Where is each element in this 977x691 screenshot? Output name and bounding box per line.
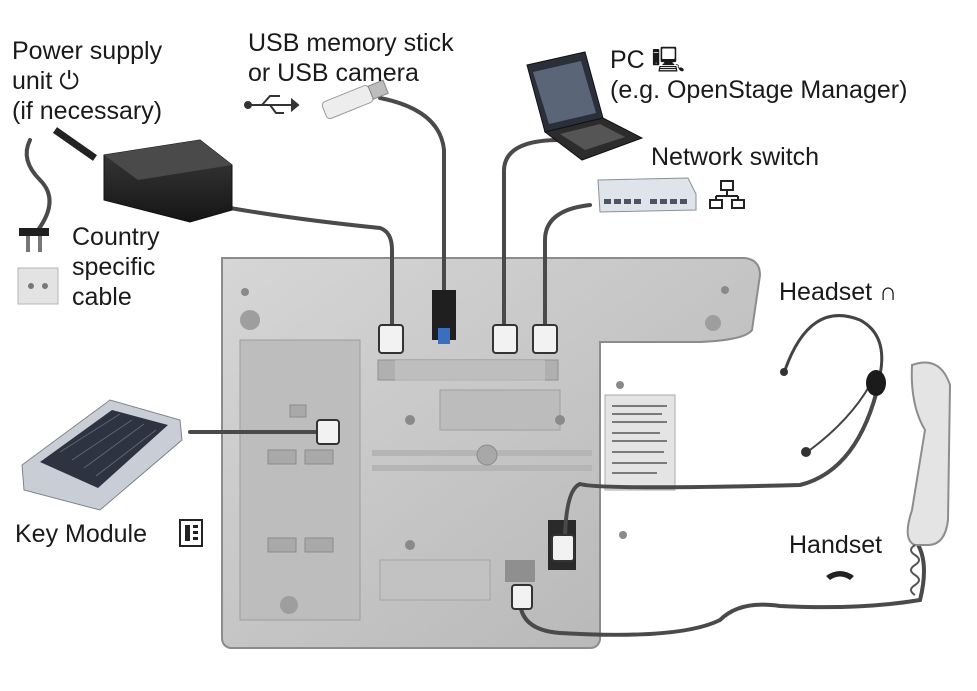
headset-label: Headset ∩	[779, 278, 898, 306]
handset-device	[906, 361, 952, 546]
power-supply-line1: Power supply	[12, 37, 163, 65]
key-module-device	[21, 399, 183, 511]
power-supply-unit	[17, 127, 233, 305]
cables	[24, 96, 926, 637]
key-module-icon	[179, 519, 203, 547]
country-cable-line2: specific	[72, 253, 156, 281]
usb-label: USB memory stick or USB camera	[248, 28, 454, 88]
network-switch-label: Network switch	[651, 143, 820, 171]
pc-laptop	[526, 51, 644, 161]
headset-device	[783, 314, 884, 451]
handset-coil-cord	[910, 544, 920, 596]
usb-line2: or USB camera	[248, 59, 419, 87]
country-cable-line1: Country	[72, 223, 160, 251]
country-cable-label: Country specific cable	[72, 222, 160, 312]
handset-label: Handset	[789, 531, 883, 559]
pc-label: PC 🖳 (e.g. OpenStage Manager)	[610, 45, 907, 105]
network-switch-device	[597, 177, 697, 213]
power-supply-line2: unit ⏻	[12, 67, 80, 95]
connectors	[316, 324, 575, 610]
usb-memory-stick	[321, 79, 389, 120]
pc-line1: PC 🖳	[610, 46, 686, 74]
country-cable-line3: cable	[72, 283, 132, 311]
phone-base	[221, 257, 762, 649]
network-icon	[709, 180, 745, 209]
power-supply-line3: (if necessary)	[12, 97, 163, 125]
usb-line1: USB memory stick	[248, 29, 454, 57]
usb-icon	[244, 95, 300, 114]
power-supply-label: Power supply unit ⏻ (if necessary)	[12, 36, 162, 126]
handset-icon	[826, 571, 854, 580]
key-module-label: Key Module	[15, 520, 148, 548]
pc-line2: (e.g. OpenStage Manager)	[610, 76, 908, 104]
